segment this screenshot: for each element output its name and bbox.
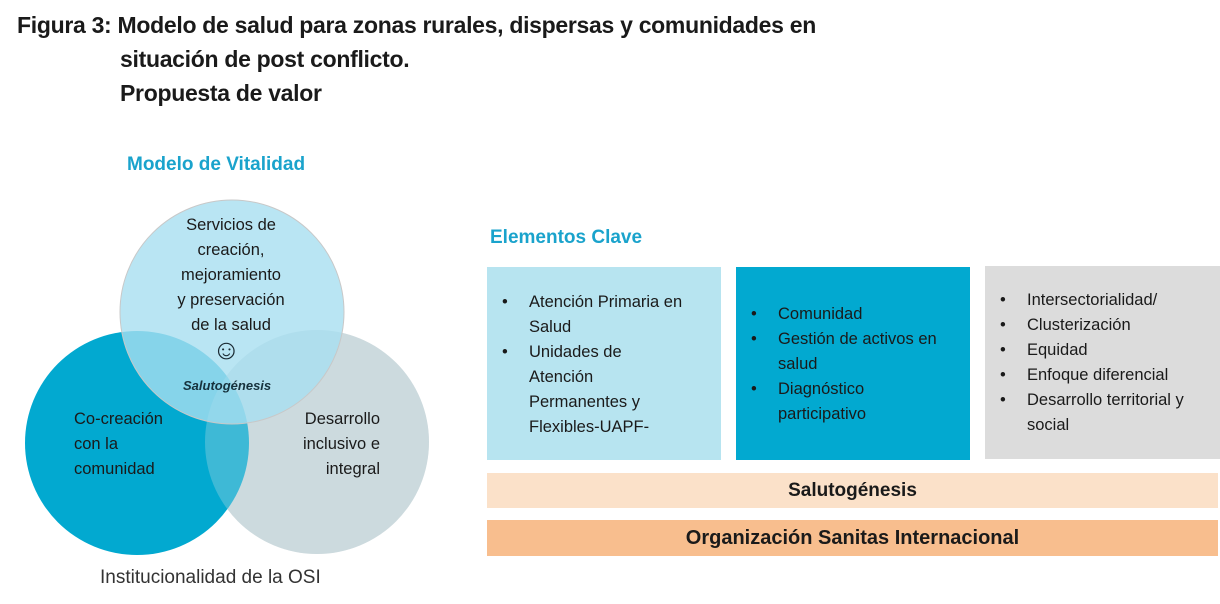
circle-top-line: y preservación — [177, 291, 285, 309]
circle-top-line: creación, — [197, 241, 265, 259]
circle-top-label: Servicios de creación, mejoramiento y pr… — [150, 213, 312, 338]
salutogenesis-center-label: Salutogénesis — [183, 378, 272, 393]
key-element-box-1: Atención Primaria en Salud Unidades de A… — [487, 267, 721, 460]
circle-left-line: comunidad — [74, 460, 155, 478]
figure-title-line3: Propuesta de valor — [120, 80, 322, 106]
key-elements-heading: Elementos Clave — [490, 227, 643, 248]
list-item: Desarrollo territorial y social — [1000, 388, 1207, 438]
circle-top-line: mejoramiento — [181, 266, 281, 284]
circle-right-line: inclusivo e — [302, 435, 380, 453]
list-item: Enfoque diferencial — [1000, 363, 1220, 388]
circle-top-line: Servicios de — [186, 216, 276, 234]
list-item: Diagnóstico participativo — [751, 377, 918, 427]
organization-bar: Organización Sanitas Internacional — [487, 520, 1218, 556]
circle-right-line: Desarrollo — [304, 410, 380, 428]
smiley-icon: ☺ — [212, 334, 241, 365]
list-item: Gestión de activos en salud — [751, 327, 948, 377]
circle-left-line: Co-creación — [74, 410, 163, 428]
salutogenesis-bar: Salutogénesis — [487, 473, 1218, 508]
circle-top-light-blue — [119, 199, 345, 425]
list-item: Unidades de Atención Permanentes y Flexi… — [502, 340, 669, 440]
circle-right-line: integral — [325, 460, 380, 478]
venn-diagram — [25, 199, 429, 555]
figure-title-line1: Figura 3: Modelo de salud para zonas rur… — [17, 12, 816, 38]
circle-right-label: Desarrollo inclusivo e integral — [282, 407, 380, 482]
vitality-model-heading: Modelo de Vitalidad — [127, 154, 306, 175]
venn-footer: Institucionalidad de la OSI — [100, 567, 321, 588]
list-item: Atención Primaria en Salud — [502, 290, 721, 340]
figure-title-line2: situación de post conflicto. — [120, 46, 410, 72]
figure-title: Figura 3: Modelo de salud para zonas rur… — [17, 8, 816, 110]
list-item: Equidad — [1000, 338, 1220, 363]
key-element-box-3: Intersectorialidad/ Clusterización Equid… — [985, 266, 1220, 459]
circle-left-line: con la — [74, 435, 119, 453]
key-element-box-2: Comunidad Gestión de activos en salud Di… — [736, 267, 970, 460]
list-item: Comunidad — [751, 302, 970, 327]
list-item: Clusterización — [1000, 313, 1220, 338]
circle-left-label: Co-creación con la comunidad — [74, 407, 163, 482]
list-item: Intersectorialidad/ — [1000, 288, 1220, 313]
circle-top-line: de la salud — [191, 316, 271, 334]
